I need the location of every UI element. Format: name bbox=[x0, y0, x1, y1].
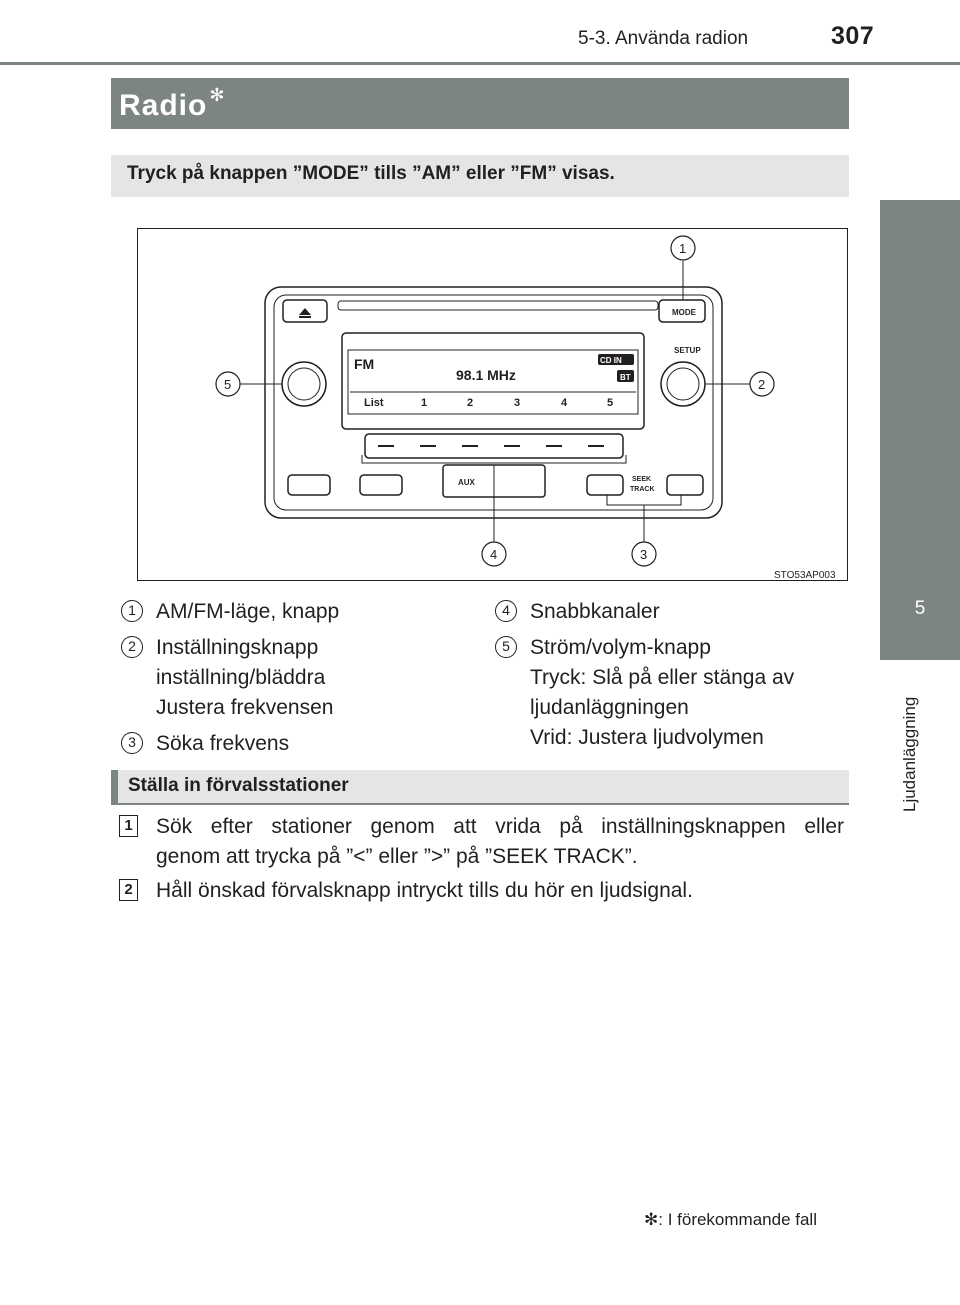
display-preset-3: 3 bbox=[514, 397, 520, 409]
step-1-line-2: genom att trycka på ”<” eller ”>” på ”SE… bbox=[156, 845, 638, 868]
callout-3-num: 3 bbox=[640, 547, 647, 562]
power-volume-knob bbox=[281, 361, 327, 407]
page-title: Radio✻ bbox=[119, 85, 225, 123]
step-number-2: 2 bbox=[119, 879, 138, 901]
step-number-1: 1 bbox=[119, 815, 138, 837]
header-rule bbox=[0, 62, 960, 65]
figure-code: STO53AP003 bbox=[774, 570, 836, 581]
footnote-marker: ✻ bbox=[644, 1210, 659, 1229]
legend-num-3: 3 bbox=[121, 732, 143, 754]
display-preset-4: 4 bbox=[561, 397, 568, 409]
subsection-rule bbox=[111, 803, 849, 805]
step-2: Håll önskad förvalsknapp intryckt tills … bbox=[156, 876, 693, 906]
mode-button bbox=[658, 299, 706, 323]
eject-icon bbox=[299, 308, 311, 315]
legend-item-2-line-2: inställning/bläddra bbox=[156, 666, 326, 689]
subsection-title: Ställa in förvalsstationer bbox=[128, 775, 349, 796]
track-label: TRACK bbox=[630, 486, 655, 493]
chapter-title: Ljudanläggning bbox=[900, 696, 919, 812]
display-preset-5: 5 bbox=[607, 397, 613, 409]
legend-item-5-line-3: ljudanläggningen bbox=[530, 696, 689, 719]
legend-num-5: 5 bbox=[495, 636, 517, 658]
page-number: 307 bbox=[831, 22, 875, 50]
legend-num-1: 1 bbox=[121, 600, 143, 622]
bt-badge bbox=[617, 370, 634, 382]
preset-buttons bbox=[364, 433, 624, 459]
callout-2-num: 2 bbox=[758, 377, 765, 392]
legend-item-3: Söka frekvens bbox=[156, 729, 289, 759]
legend-item-4: Snabbkanaler bbox=[530, 597, 660, 627]
hangup-button bbox=[359, 474, 403, 496]
legend-item-5: Ström/volym-knapp Tryck: Slå på eller st… bbox=[530, 633, 794, 753]
instruction-band bbox=[111, 155, 849, 197]
legend-item-5-line-2: Tryck: Slå på eller stänga av bbox=[530, 666, 795, 689]
display-preset-2: 2 bbox=[467, 397, 473, 409]
step-1: Sök efter stationer genom att vrida på i… bbox=[156, 812, 844, 872]
legend-item-3-line-1: Söka frekvens bbox=[156, 732, 290, 755]
chapter-tab: 5 bbox=[880, 200, 960, 660]
subsection-bar bbox=[111, 770, 118, 803]
instruction-text: Tryck på knappen ”MODE” tills ”AM” eller… bbox=[127, 163, 615, 184]
display-frequency: 98.1 MHz bbox=[456, 367, 516, 383]
legend-item-2-line-1: Inställningsknapp bbox=[156, 636, 319, 659]
seek-back-button bbox=[586, 474, 624, 496]
aux-label: AUX bbox=[458, 478, 476, 487]
legend-item-2: Inställningsknapp inställning/bläddra Ju… bbox=[156, 633, 333, 723]
display-preset-1: 1 bbox=[421, 397, 427, 409]
tune-knob bbox=[660, 361, 706, 407]
seek-label: SEEK bbox=[632, 476, 651, 483]
title-banner bbox=[111, 78, 849, 129]
seek-forward-button bbox=[666, 474, 704, 496]
header-section-title: 5-3. Använda radion bbox=[578, 28, 749, 49]
legend-item-5-line-1: Ström/volym-knapp bbox=[530, 636, 711, 659]
radio-figure: MODE SETUP AUX SEEK TRACK FM 98.1 MHz CD… bbox=[137, 228, 848, 581]
display-bezel bbox=[341, 332, 645, 430]
mode-label: MODE bbox=[672, 308, 697, 317]
callout-4-num: 4 bbox=[490, 547, 497, 562]
callout-3 bbox=[631, 541, 657, 567]
callout-4 bbox=[481, 541, 507, 567]
phone-button bbox=[287, 474, 331, 496]
legend-item-4-line-1: Snabbkanaler bbox=[530, 600, 660, 623]
footnote-text: : I förekommande fall bbox=[658, 1210, 817, 1229]
radio-unit-illustration: MODE SETUP AUX SEEK TRACK FM 98.1 MHz CD… bbox=[215, 235, 836, 581]
legend-num-4: 4 bbox=[495, 600, 517, 622]
chapter-title-vertical: Ljudanläggning bbox=[896, 672, 926, 812]
legend-item-5-line-4: Vrid: Justera ljudvolymen bbox=[530, 726, 764, 749]
chapter-number: 5 bbox=[914, 598, 926, 619]
legend-item-1-line-1: AM/FM-läge, knapp bbox=[156, 600, 340, 623]
subsection-band bbox=[111, 770, 849, 803]
callout-5 bbox=[215, 371, 241, 397]
step-2-line-1: Håll önskad förvalsknapp intryckt tills … bbox=[156, 879, 693, 902]
display-screen bbox=[347, 349, 639, 415]
cd-in-badge bbox=[598, 354, 634, 365]
footnote: ✻: I förekommande fall bbox=[644, 1210, 817, 1230]
page-title-text: Radio bbox=[119, 89, 208, 122]
legend-item-1: AM/FM-läge, knapp bbox=[156, 597, 339, 627]
step-1-line-1: Sök efter stationer genom att vrida på i… bbox=[156, 815, 844, 838]
asterisk-marker: ✻ bbox=[209, 85, 226, 105]
cd-slot bbox=[337, 300, 659, 311]
callout-1 bbox=[670, 235, 696, 261]
display-band: FM bbox=[354, 356, 374, 372]
eject-button bbox=[282, 299, 328, 323]
display-cd-in: CD IN bbox=[600, 356, 622, 365]
legend-item-2-line-3: Justera frekvensen bbox=[156, 696, 334, 719]
display-bt: BT bbox=[620, 373, 631, 382]
callout-2 bbox=[749, 371, 775, 397]
setup-label: SETUP bbox=[674, 346, 701, 355]
callout-1-num: 1 bbox=[679, 241, 686, 256]
callout-5-num: 5 bbox=[224, 377, 231, 392]
display-list: List bbox=[364, 397, 384, 409]
legend-num-2: 2 bbox=[121, 636, 143, 658]
